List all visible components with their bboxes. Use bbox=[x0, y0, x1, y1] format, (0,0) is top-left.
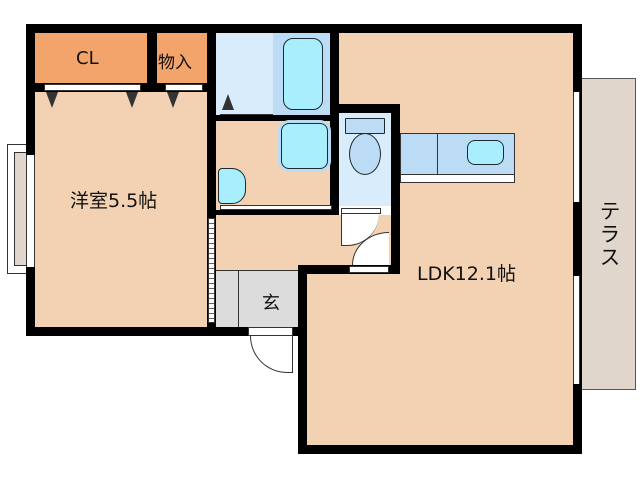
closet bbox=[35, 33, 147, 83]
closet-label: CL bbox=[76, 48, 99, 69]
ldk-window-upper[interactable] bbox=[573, 92, 580, 202]
toilet-tank-icon bbox=[345, 118, 385, 134]
wall-top bbox=[26, 24, 582, 33]
bathtub-icon bbox=[283, 38, 323, 110]
kitchen-sink-icon bbox=[467, 140, 504, 165]
storage bbox=[157, 33, 207, 83]
wall-toilet-right bbox=[391, 104, 400, 274]
ldk-window-lower[interactable] bbox=[573, 276, 580, 384]
western-room-window bbox=[26, 155, 35, 267]
wall-hall-divider bbox=[216, 210, 339, 215]
hall-storage-door[interactable] bbox=[220, 205, 332, 210]
vanity-icon bbox=[218, 168, 246, 204]
front-door-swing bbox=[250, 336, 293, 373]
entry-hall-lower bbox=[216, 265, 298, 270]
ldk bbox=[339, 33, 573, 104]
wall-center-left bbox=[207, 24, 216, 336]
front-door-leaf bbox=[292, 336, 293, 373]
wall-toilet bbox=[330, 104, 400, 113]
entrance bbox=[216, 270, 298, 327]
door-swing-icon bbox=[167, 92, 179, 108]
ldk-door[interactable] bbox=[349, 266, 389, 273]
closet-door[interactable] bbox=[44, 84, 141, 91]
ldk-main bbox=[400, 104, 573, 274]
washing-machine-icon bbox=[281, 123, 328, 169]
wall-ldk-left bbox=[298, 265, 307, 454]
closet-divider-wall bbox=[147, 24, 157, 92]
ldk-label: LDK12.1帖 bbox=[417, 263, 516, 285]
wall-ldk-top-left bbox=[298, 265, 398, 274]
wall-right bbox=[573, 24, 582, 454]
entrance-step-line bbox=[238, 270, 239, 327]
storage-label: 物入 bbox=[158, 53, 192, 73]
terrace-label: テラス bbox=[597, 200, 621, 269]
front-door[interactable] bbox=[248, 327, 293, 336]
toilet-bowl-icon bbox=[349, 133, 381, 175]
counter-edge bbox=[400, 175, 515, 183]
door-swing-icon bbox=[46, 92, 58, 108]
washbasin-icon bbox=[222, 94, 234, 110]
sliding-door[interactable] bbox=[208, 218, 215, 323]
entrance-label: 玄 bbox=[262, 293, 280, 314]
wall-bath-bottom bbox=[216, 115, 339, 121]
storage-door[interactable] bbox=[165, 84, 203, 91]
door-swing-icon bbox=[126, 92, 138, 108]
counter-divider bbox=[437, 133, 438, 175]
wall-bottom bbox=[298, 445, 582, 454]
western-room bbox=[35, 92, 209, 327]
western-room-label: 洋室5.5帖 bbox=[70, 190, 158, 212]
ldk-lower bbox=[307, 274, 573, 445]
wall-bottom-left bbox=[26, 327, 300, 336]
